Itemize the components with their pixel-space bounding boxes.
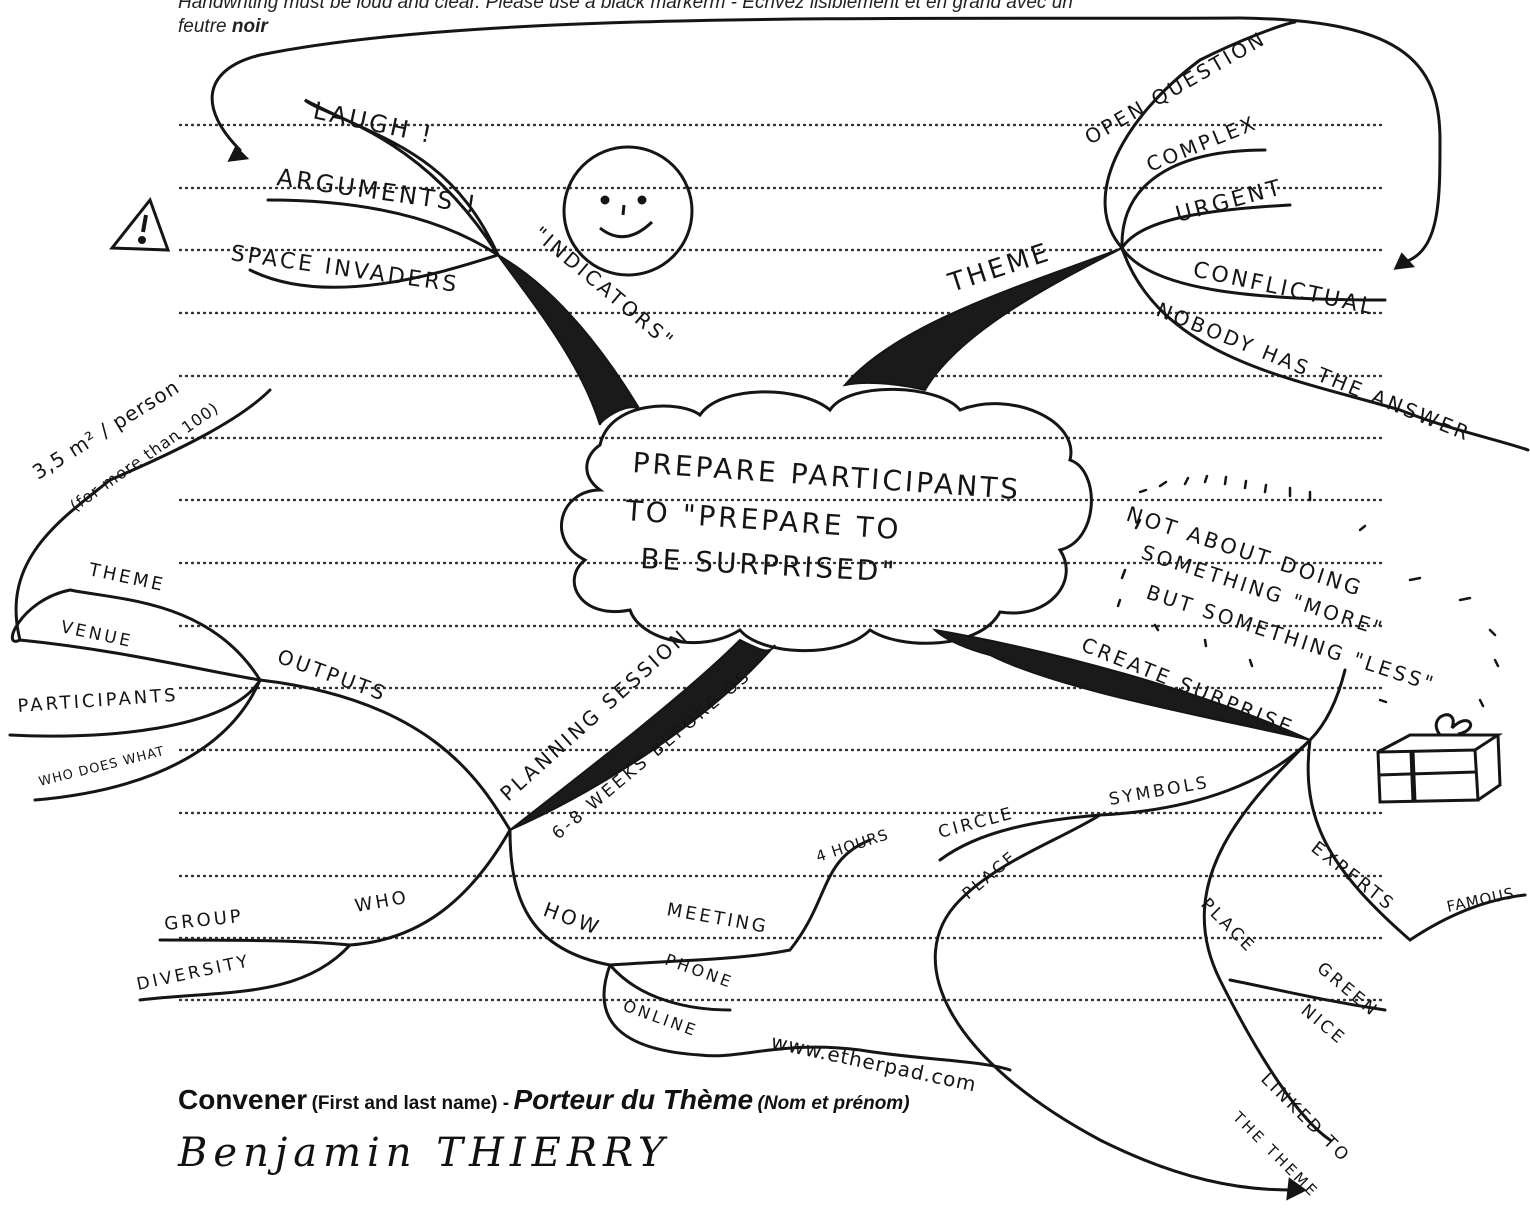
who-label: WHO: [353, 887, 410, 917]
convener-hint-fr: (Nom et prénom): [757, 1093, 910, 1114]
theme-child-conflictual: CONFLICTUAL: [1191, 257, 1378, 320]
symbols-child-circle: CIRCLE: [936, 803, 1016, 842]
indicators-child-arguments: ARGUMENTS !: [275, 163, 480, 219]
instructions-line-2-bold: noir: [231, 16, 268, 37]
outputs-child-who-does-what: WHO DOES WHAT: [37, 744, 166, 790]
symbols-label: SYMBOLS: [1107, 773, 1211, 810]
theme-child-urgent: URGENT: [1173, 175, 1286, 228]
central-topic-line-2: TO "PREPARE TO: [624, 494, 903, 546]
who-child-diversity: DIVERSITY: [135, 951, 253, 995]
how-label: HOW: [540, 897, 604, 940]
surprise-branch: CREATE SURPRISE NOT ABOUT DOING SOMETHIN…: [936, 502, 1516, 1202]
symbols-child-place: PLACE: [958, 846, 1021, 903]
sub-branches: [8, 20, 1530, 1201]
theme-child-nobody-has-the-answer: NOBODY HAS THE ANSWER: [1153, 297, 1475, 446]
central-topic-line-3: BE SURPRISED": [640, 542, 898, 588]
instructions-line-1: Handwriting must be loud and clear. Plea…: [178, 0, 1073, 13]
who-child-group: GROUP: [163, 906, 244, 935]
outputs-child-theme: THEME: [86, 559, 167, 596]
central-topic: PREPARE PARTICIPANTS TO "PREPARE TO BE S…: [624, 446, 1023, 588]
convener-label: Convener (First and last name) - Porteur…: [178, 1084, 910, 1116]
dotted-ruled-lines: [178, 123, 1387, 1002]
theme-child-complex: COMPLEX: [1143, 110, 1261, 176]
how-child-phone: PHONE: [663, 950, 737, 992]
surprise-note-dashes: [1116, 474, 1500, 708]
experts-child-famous: FAMOUS: [1445, 884, 1516, 916]
meeting-note: 4 HOURS: [814, 825, 891, 865]
indicators-label: "INDICATORS": [529, 221, 680, 353]
outputs-label: OUTPUTS: [274, 644, 390, 706]
central-cloud: [559, 387, 1093, 653]
outputs-child-participants: PARTICIPANTS: [17, 685, 179, 717]
how-child-online: ONLINE: [621, 996, 701, 1041]
instructions-line-2-prefix: feutre: [178, 16, 232, 37]
theme-branch: THEME OPEN QUESTION COMPLEX URGENT CONFL…: [944, 26, 1475, 446]
convener-hint-en: (First and last name) -: [311, 1093, 510, 1114]
convener-label-en: Convener: [178, 1084, 308, 1115]
venue-note-area: 3,5 m² / person: [28, 375, 184, 485]
loop-arrow: [210, 16, 1442, 270]
gift-box-icon: [1376, 713, 1504, 804]
smiley-face-icon: [562, 145, 694, 277]
convener-name: Benjamin THIERRY: [178, 1130, 671, 1176]
warning-icon: [108, 196, 171, 252]
indicators-branch: "INDICATORS" LAUGH ! ARGUMENTS ! SPACE I…: [229, 96, 680, 353]
main-branches: [497, 247, 1311, 831]
planning-sublabel: 6-8 WEEKS BEFORE OS: [548, 666, 755, 844]
indicators-child-laugh: LAUGH !: [311, 96, 437, 149]
convener-label-fr: Porteur du Thème: [513, 1084, 754, 1115]
place-child-nice: NICE: [1297, 1001, 1350, 1050]
how-child-meeting: MEETING: [665, 899, 770, 938]
central-topic-line-1: PREPARE PARTICIPANTS: [632, 446, 1023, 506]
handwriting-instructions: Handwriting must be loud and clear. Plea…: [178, 0, 1378, 39]
